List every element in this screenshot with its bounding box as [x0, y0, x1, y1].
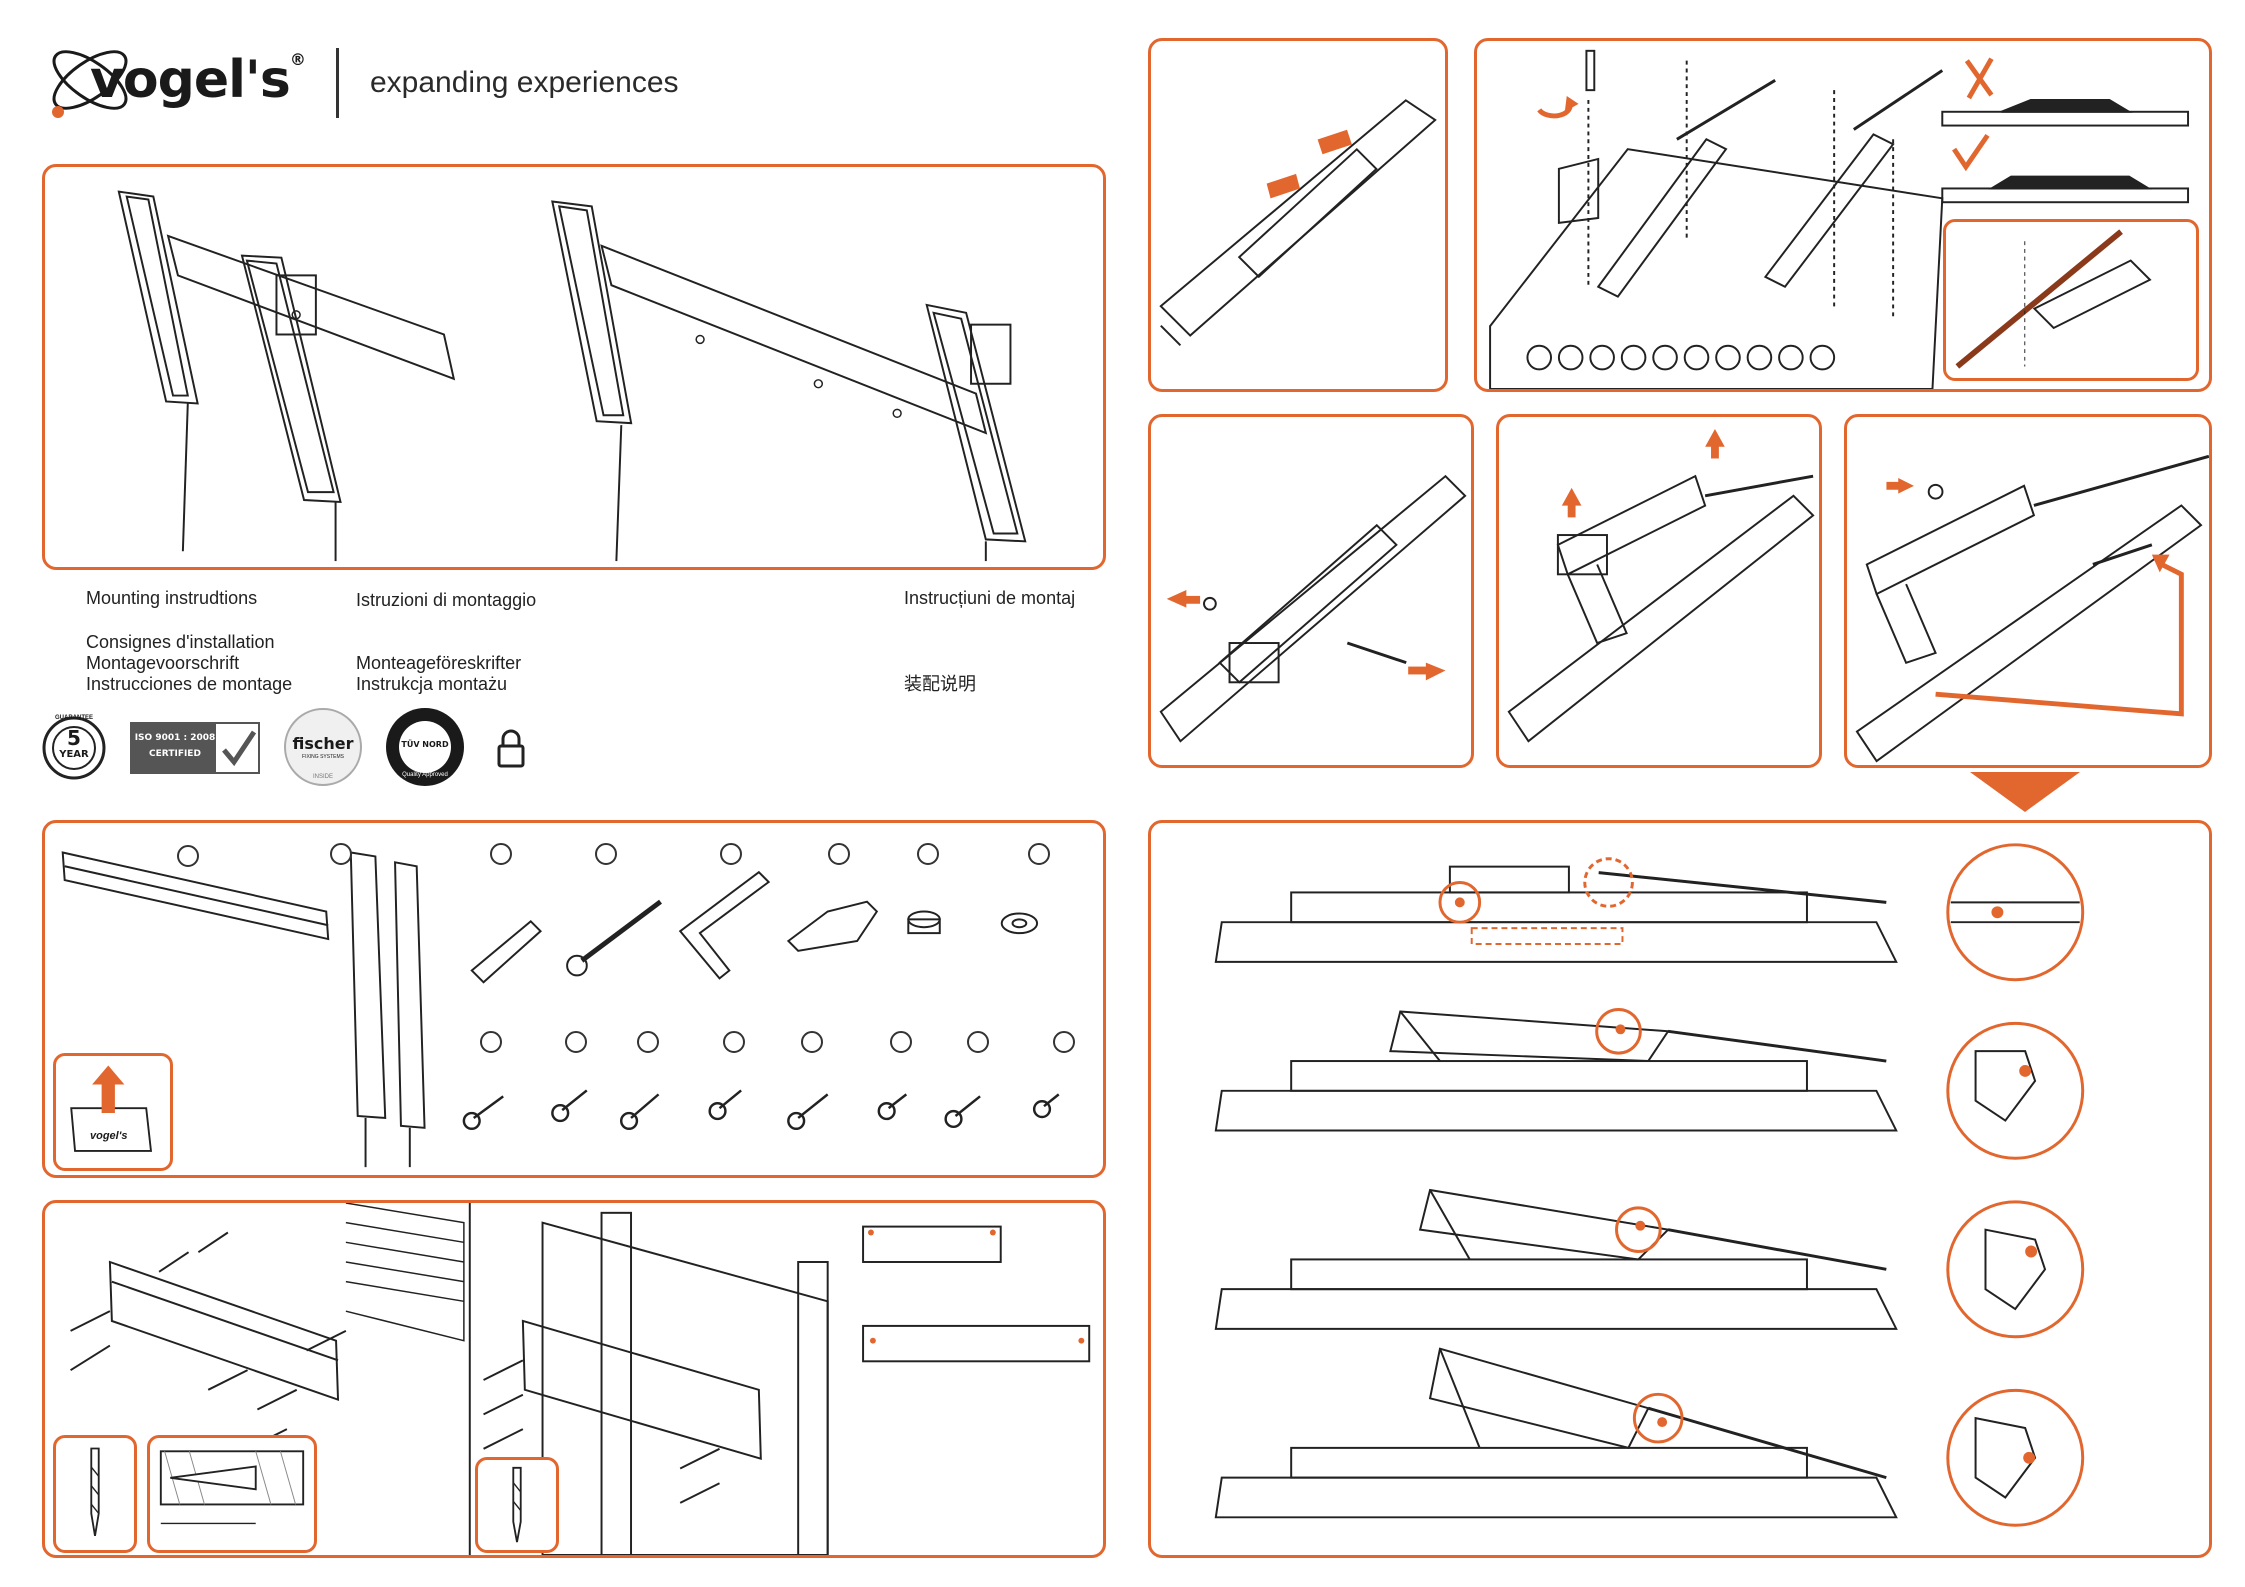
lang-en: Mounting instrudtions: [86, 588, 258, 608]
plug-depth-inset: [147, 1435, 317, 1553]
step1-panel: [1148, 38, 1448, 392]
step2-panel: [1474, 38, 2212, 392]
lang-ro: Instrucțiuni de montaj: [904, 588, 1076, 608]
drill-inset-concrete: [53, 1435, 137, 1553]
step5-panel: [1844, 414, 2212, 768]
part-callout-11: [637, 1031, 659, 1053]
brand-name: vogel's: [90, 50, 291, 110]
fischer-ring: INSIDE: [312, 774, 333, 780]
overview-panel: [42, 164, 1106, 570]
fischer-sub: FIXING SYSTEMS: [302, 754, 344, 760]
lang-zh: 装配说明: [904, 674, 976, 694]
step4-panel: [1496, 414, 1822, 768]
part-callout-9: [480, 1031, 502, 1053]
drill-inset-wood: [475, 1457, 559, 1553]
tuv-badge: TÜV NORD Quality Approved: [384, 706, 466, 788]
guarantee-years: 5: [67, 726, 81, 750]
guarantee-badge: 5 YEAR GUARANTEE: [42, 715, 106, 780]
part-callout-15: [967, 1031, 989, 1053]
fischer-badge: fischer FIXING SYSTEMS INSIDE: [282, 706, 364, 788]
part-callout-13: [801, 1031, 823, 1053]
step3-illustration: [1159, 474, 1467, 743]
lang-nl: Montagevoorschrift: [86, 653, 240, 673]
lang-sv: Monteageföreskrifter: [356, 653, 522, 673]
cross-icon: [1964, 57, 1994, 100]
part-callout-8: [1028, 843, 1050, 865]
lang-fr: Consignes d'installation: [86, 632, 275, 652]
step5-illustration: [1855, 454, 2209, 763]
part-callout-3: [490, 843, 512, 865]
wall-install-panel: [42, 1200, 1106, 1558]
fischer-name: fischer: [292, 734, 354, 753]
checkmark-orange-icon: [1952, 133, 1990, 172]
lang-es: Instrucciones de montage: [86, 674, 293, 694]
orange-arrow-icon: [1970, 772, 2080, 812]
part-callout-1: [177, 845, 199, 867]
step4-illustration: [1507, 429, 1815, 743]
guarantee-unit: YEAR: [59, 749, 89, 760]
parts-panel: vogel's: [42, 820, 1106, 1178]
iso-line1: ISO 9001 : 2008: [134, 733, 216, 743]
box-label: vogel's: [90, 1130, 128, 1142]
tilt-adjust-panel: [1148, 820, 2212, 1558]
cable-cut-inset: [1943, 219, 2199, 381]
registered-mark: ®: [289, 50, 306, 69]
checkmark-icon: [222, 730, 257, 767]
step1-illustration: [1159, 99, 1437, 347]
guarantee-ring-text: GUARANTEE: [54, 715, 93, 721]
step3-panel: [1148, 414, 1474, 768]
packaging-inset: vogel's: [53, 1053, 173, 1171]
part-callout-16: [1053, 1031, 1075, 1053]
iso-line2: CERTIFIED: [149, 749, 201, 759]
part-callout-6: [828, 843, 850, 865]
step2-illustration: [1489, 49, 2190, 389]
part-callout-14: [890, 1031, 912, 1053]
tuv-name: TÜV NORD: [401, 740, 449, 749]
brand-tagline: expanding experiences: [370, 66, 679, 99]
tilt-adjust-illustration: [1214, 843, 2085, 1527]
wall-install-illustration: [70, 1203, 1091, 1555]
iso-badge: ISO 9001 : 2008 CERTIFIED: [130, 722, 260, 774]
part-callout-4: [595, 843, 617, 865]
padlock-icon: [496, 728, 526, 768]
lang-it: Istruzioni di montaggio: [356, 590, 537, 610]
overview-illustration: [117, 190, 1027, 562]
part-callout-12: [723, 1031, 745, 1053]
brand-logo: [40, 30, 320, 125]
part-callout-10: [565, 1031, 587, 1053]
lang-pl: Instrukcja montażu: [356, 674, 508, 694]
orbit-logo-icon: [52, 50, 128, 118]
part-callout-7: [917, 843, 939, 865]
parts-illustration: [61, 851, 1060, 1168]
part-callout-5: [720, 843, 742, 865]
part-callout-2: [330, 843, 352, 865]
header-divider: [336, 48, 339, 118]
tuv-ring: Quality Approved: [402, 772, 448, 778]
